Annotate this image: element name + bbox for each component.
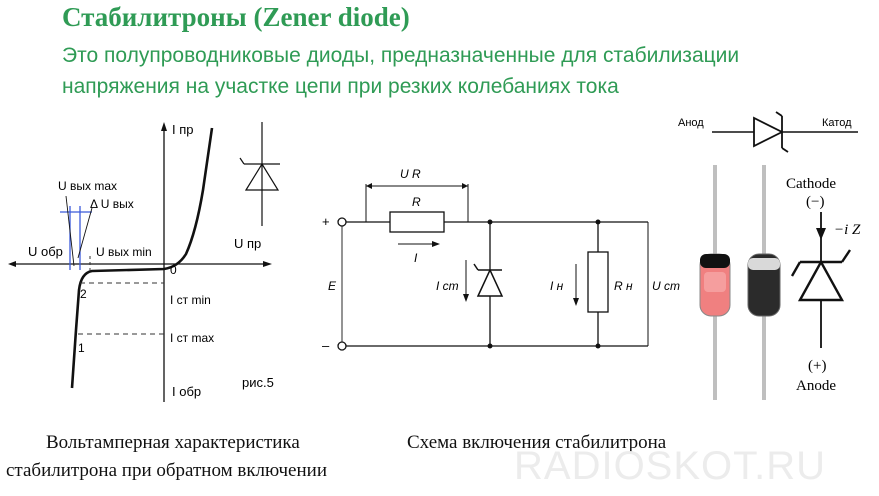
resistor-r <box>389 211 445 233</box>
vac-axis-arrow-up <box>161 122 167 131</box>
label-point-2: 2 <box>80 287 87 301</box>
zener-symbol-header <box>753 111 789 153</box>
vac-curve <box>70 127 214 389</box>
vac-caption-line2: стабилитрона при обратном включении <box>6 460 327 481</box>
vac-leader-umax <box>65 195 75 267</box>
label-cathode-en: Cathode <box>786 176 836 192</box>
zener-package-dark <box>747 165 781 400</box>
vac-figure: I пр U пр U обр I обр U вых max Δ U вых … <box>8 122 280 402</box>
terminal-plus <box>337 217 347 227</box>
label-cathode-ru: Катод <box>822 117 852 129</box>
label-origin: 0 <box>170 263 177 277</box>
label-u-out-max: U вых max <box>58 179 117 193</box>
label-cathode-sign: (−) <box>806 194 824 210</box>
watermark: RADIOSKOT.RU <box>514 444 827 488</box>
label-i-n: I н <box>550 279 564 293</box>
zener-package-pink <box>699 165 731 400</box>
label-r-n: R н <box>614 279 633 293</box>
resistor-rn <box>587 251 609 313</box>
vac-axis-arrow-right <box>263 261 272 267</box>
label-i-st: I ст <box>436 279 459 293</box>
label-figure: рис.5 <box>242 375 274 390</box>
label-point-1: 1 <box>78 341 85 355</box>
label-u-forward: U пр <box>234 236 261 251</box>
label-u-st: U ст <box>652 279 680 293</box>
small-zener-symbol <box>239 122 280 226</box>
label-i-forward: I пр <box>172 122 194 137</box>
vac-axis-arrow-left <box>8 261 16 267</box>
label-plus: + <box>322 214 330 229</box>
label-minus: – <box>322 338 330 353</box>
zener-symbol-large <box>790 249 851 302</box>
circuit-figure: + – E U R R I I ст I н R н U ст <box>322 167 680 353</box>
label-delta-u-out: Δ U вых <box>90 197 134 211</box>
label-anode-ru: Анод <box>678 117 704 129</box>
slide-title: Стабилитроны (Zener diode) <box>62 2 410 32</box>
label-current: −i Z <box>834 222 861 238</box>
zener-diode-circuit <box>473 263 504 297</box>
label-anode-en: Anode <box>796 378 836 394</box>
label-e: E <box>328 279 337 293</box>
label-u-out-min: U вых min <box>96 245 152 259</box>
label-i: I <box>414 251 418 265</box>
label-i-reverse: I обр <box>172 384 201 399</box>
symbol-figure: Анод Катод Cathode (−) −i Z <box>678 111 861 400</box>
circuit-caption: Схема включения стабилитрона <box>407 432 667 453</box>
vac-leader-delta <box>77 207 93 259</box>
label-ist-max: I ст max <box>170 331 214 345</box>
slide-subtitle: Это полупроводниковые диоды, предназначе… <box>62 44 740 98</box>
vac-caption-line1: Вольтамперная характеристика <box>46 432 300 453</box>
label-anode-sign: (+) <box>808 358 826 374</box>
label-u-reverse: U обр <box>28 244 63 259</box>
label-u-r: U R <box>400 167 421 181</box>
label-ist-min: I ст min <box>170 293 211 307</box>
label-r: R <box>412 195 421 209</box>
terminal-minus <box>337 341 347 351</box>
